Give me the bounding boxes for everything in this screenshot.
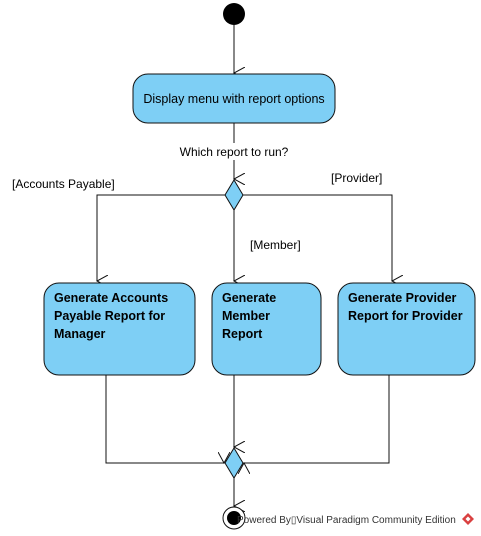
guard-member: [Member] (250, 238, 301, 252)
action-accounts-payable: Generate Accounts Payable Report for Man… (43, 282, 196, 376)
action-member: Generate Member Report (211, 282, 322, 376)
flow-provider-to-merge (244, 375, 390, 463)
flow-accounts-payable-to-merge (105, 375, 224, 463)
action-display-menu: Display menu with report options (132, 73, 336, 124)
action-member-line-3: Report (222, 327, 263, 341)
decision-node (224, 179, 244, 211)
action-display-menu-label: Display menu with report options (143, 92, 324, 106)
action-member-line-1: Generate (222, 291, 276, 305)
action-provider: Generate Provider Report for Provider (337, 282, 476, 376)
action-member-box (211, 282, 322, 376)
question-label-bg (170, 143, 298, 160)
watermark-text: Powered By▯Visual Paradigm Community Edi… (237, 515, 456, 526)
action-member-line-2: Member (222, 309, 270, 323)
action-provider-line-2: Report for Provider (348, 309, 463, 323)
guard-accounts-payable: [Accounts Payable] (12, 177, 115, 191)
initial-node (223, 3, 245, 25)
action-accounts-payable-line-2: Payable Report for (54, 309, 165, 323)
visual-paradigm-logo-icon (462, 513, 474, 525)
guard-provider: [Provider] (331, 171, 382, 185)
flow-decision-to-provider (243, 194, 392, 281)
action-accounts-payable-box (43, 282, 196, 376)
flow-decision-to-accounts-payable (97, 194, 225, 281)
final-node-core (227, 511, 241, 525)
merge-node (224, 447, 244, 479)
action-accounts-payable-line-1: Generate Accounts (54, 291, 168, 305)
decision-question-label: Which report to run? (180, 145, 289, 159)
final-node (222, 506, 246, 530)
action-provider-box (337, 282, 476, 376)
action-provider-line-1: Generate Provider (348, 291, 457, 305)
action-accounts-payable-line-3: Manager (54, 327, 106, 341)
